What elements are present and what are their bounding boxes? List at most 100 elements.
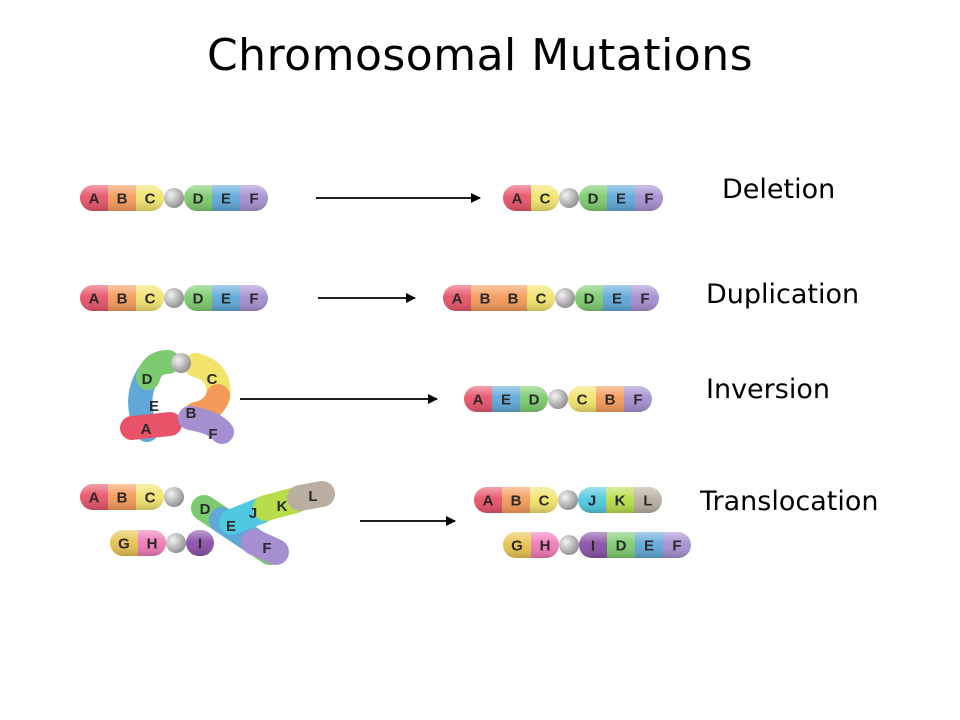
gene-label-A: A <box>452 291 463 308</box>
centromere <box>164 487 184 507</box>
label-deletion: Deletion <box>722 174 836 205</box>
arm-shading <box>80 185 164 211</box>
gene-label-H: H <box>147 536 158 553</box>
chromosome-arm <box>579 185 663 211</box>
arm-shading <box>80 285 164 311</box>
chromosome-arm <box>186 530 214 556</box>
gene-label-C: C <box>207 371 218 388</box>
arm-shading <box>186 530 214 556</box>
arm-shading <box>184 285 268 311</box>
gene-label-J: J <box>588 493 596 510</box>
gene-label-B: B <box>605 392 616 409</box>
gene-label-E: E <box>644 538 654 555</box>
gene-label-J: J <box>249 505 257 522</box>
gene-label-A: A <box>483 493 494 510</box>
gene-label-D: D <box>200 501 211 518</box>
arm-shading <box>575 285 659 311</box>
chromosome-arm <box>575 285 659 311</box>
chromosome-arm <box>579 532 691 558</box>
gene-label-C: C <box>145 490 156 507</box>
gene-label-B: B <box>480 291 491 308</box>
gene-label-F: F <box>672 538 681 555</box>
gene-label-E: E <box>501 392 511 409</box>
gene-label-F: F <box>249 191 258 208</box>
arm-shading <box>578 487 662 513</box>
gene-label-I: I <box>591 538 595 555</box>
gene-label-D: D <box>616 538 627 555</box>
gene-label-A: A <box>89 191 100 208</box>
gene-label-A: A <box>512 191 523 208</box>
gene-label-E: E <box>612 291 622 308</box>
gene-label-L: L <box>308 488 317 505</box>
gene-label-C: C <box>145 291 156 308</box>
gene-label-C: C <box>145 191 156 208</box>
gene-label-G: G <box>511 538 523 555</box>
gene-label-F: F <box>633 392 642 409</box>
centromere <box>164 188 184 208</box>
gene-label-C: C <box>536 291 547 308</box>
centromere <box>166 533 186 553</box>
gene-label-K: K <box>277 498 288 515</box>
centromere <box>559 188 579 208</box>
chromosome-translocation-crossed: DE F J K L <box>191 481 335 565</box>
gene-label-K: K <box>615 493 626 510</box>
label-translocation: Translocation <box>700 486 879 517</box>
gene-label-D: D <box>193 291 204 308</box>
chromosome-arm <box>503 185 559 211</box>
gene-label-F: F <box>208 426 217 443</box>
chromosome-arm <box>474 487 558 513</box>
arm-shading <box>503 185 559 211</box>
crossed-segment-F <box>241 529 289 565</box>
arm-shading <box>503 532 559 558</box>
chromosome-arm <box>578 487 662 513</box>
gene-label-E: E <box>616 191 626 208</box>
gene-label-B: B <box>117 291 128 308</box>
arrow-layer <box>240 193 481 526</box>
gene-label-A: A <box>141 421 152 438</box>
gene-label-D: D <box>529 392 540 409</box>
gene-label-E: E <box>221 191 231 208</box>
gene-label-D: D <box>584 291 595 308</box>
chromosome-arm <box>80 285 164 311</box>
arm-shading <box>443 285 555 311</box>
gene-label-A: A <box>89 490 100 507</box>
centromere <box>559 535 579 555</box>
chromosome-arm <box>184 285 268 311</box>
slide-title: Chromosomal Mutations <box>206 30 754 81</box>
arm-shading <box>110 530 166 556</box>
chromosome-arm <box>184 185 268 211</box>
gene-label-L: L <box>643 493 652 510</box>
gene-label-E: E <box>226 518 236 535</box>
arm-shading <box>80 484 164 510</box>
chromosome-arm <box>568 386 652 412</box>
gene-label-A: A <box>473 392 484 409</box>
gene-label-F: F <box>262 540 271 557</box>
arm-shading <box>464 386 548 412</box>
gene-label-C: C <box>540 191 551 208</box>
gene-label-I: I <box>198 536 202 553</box>
gene-label-C: C <box>539 493 550 510</box>
gene-label-F: F <box>644 191 653 208</box>
arm-shading <box>579 532 691 558</box>
gene-label-A: A <box>89 291 100 308</box>
crossed-segment-L <box>287 481 335 511</box>
chromosome-arm <box>443 285 555 311</box>
arm-shading <box>579 185 663 211</box>
arm-shading <box>184 185 268 211</box>
gene-label-E: E <box>149 398 159 415</box>
gene-label-B: B <box>508 291 519 308</box>
loop-segment-D <box>136 350 180 390</box>
chromosome-arm <box>110 530 166 556</box>
arm-shading <box>568 386 652 412</box>
